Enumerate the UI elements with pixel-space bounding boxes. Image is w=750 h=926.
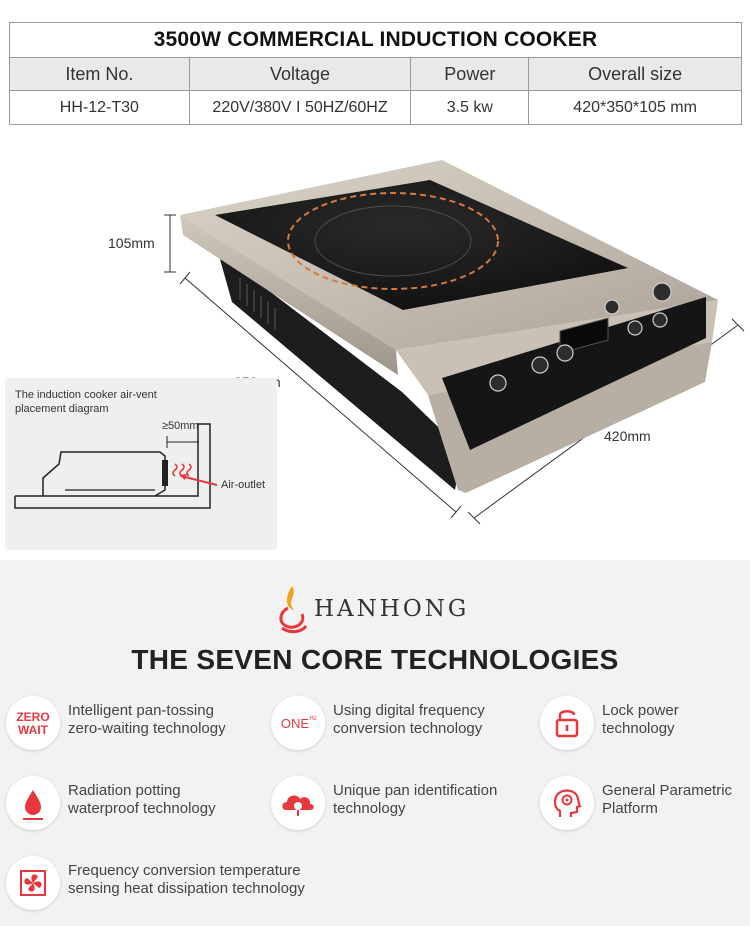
spec-table: 3500W COMMERCIAL INDUCTION COOKER Item N… [9, 22, 742, 125]
feature-one-hz: ONE Hz Using digital frequency conversio… [271, 696, 521, 756]
svg-text:Hz: Hz [309, 716, 316, 722]
feature-line-1: Intelligent pan-tossing [68, 702, 214, 719]
air-vent-diagram-drawing [14, 423, 218, 509]
feature-line-2: zero-waiting technology [68, 720, 226, 737]
spec-header-overall-size: Overall size [528, 57, 742, 91]
feature-text: Using digital frequency conversion techn… [333, 702, 485, 738]
spec-value-overall-size: 420*350*105 mm [528, 90, 742, 125]
feature-lock-power: Lock power technology [540, 696, 745, 756]
brand-logo: HANHONG [272, 582, 492, 638]
spec-table-value-row: HH-12-T30 220V/380V I 50HZ/60HZ 3.5 kw 4… [9, 90, 742, 125]
air-vent-gap-label: ≥50mm [162, 420, 199, 432]
cloud-pan-icon [271, 776, 325, 830]
feature-zero-wait: ZERO WAIT Intelligent pan-tossing zero-w… [6, 696, 266, 756]
spec-header-power: Power [410, 57, 530, 91]
fan-icon [6, 856, 60, 910]
feature-text: Intelligent pan-tossing zero-waiting tec… [68, 702, 226, 738]
feature-pan-identification: Unique pan identification technology [271, 776, 531, 836]
feature-text: Unique pan identification technology [333, 782, 497, 818]
flame-logo-icon [279, 586, 308, 634]
water-drop-icon [6, 776, 60, 830]
feature-line-1: Lock power [602, 702, 679, 719]
feature-text: Lock power technology [602, 702, 679, 738]
height-dimension-label: 105mm [108, 235, 155, 251]
feature-text: Frequency conversion temperature sensing… [68, 862, 305, 898]
product-illustration: 105mm 350mm 420mm The induction cooker a… [0, 160, 750, 560]
one-hz-icon: ONE Hz [271, 696, 325, 750]
svg-text:ZERO: ZERO [16, 710, 49, 724]
spec-header-item-no: Item No. [9, 57, 190, 91]
width-dimension-label: 420mm [604, 428, 651, 444]
feature-line-2: technology [333, 800, 406, 817]
feature-line-2: sensing heat dissipation technology [68, 880, 305, 897]
feature-text: Radiation potting waterproof technology [68, 782, 216, 818]
zero-wait-icon: ZERO WAIT [6, 696, 60, 750]
spec-value-item-no: HH-12-T30 [9, 90, 190, 125]
feature-line-1: Using digital frequency [333, 702, 485, 719]
air-vent-diagram-title: The induction cooker air-vent placement … [15, 389, 157, 415]
spec-header-voltage: Voltage [188, 57, 412, 91]
svg-text:ONE: ONE [281, 716, 310, 731]
air-outlet-label: Air-outlet [221, 479, 266, 491]
feature-waterproof: Radiation potting waterproof technology [6, 776, 266, 836]
section-title: THE SEVEN CORE TECHNOLOGIES [131, 644, 619, 675]
spec-table-title: 3500W COMMERCIAL INDUCTION COOKER [9, 22, 742, 58]
lock-icon [540, 696, 594, 750]
svg-text:WAIT: WAIT [18, 723, 49, 737]
feature-line-2: technology [602, 720, 675, 737]
feature-heat-dissipation: Frequency conversion temperature sensing… [6, 856, 336, 916]
feature-text: General Parametric Platform [602, 782, 732, 818]
spec-table-header-row: Item No. Voltage Power Overall size [9, 57, 742, 91]
spec-value-power: 3.5 kw [410, 90, 530, 125]
head-gear-icon [540, 776, 594, 830]
feature-line-1: Radiation potting [68, 782, 181, 799]
induction-cooker-image [164, 160, 745, 525]
feature-line-1: Frequency conversion temperature [68, 862, 301, 879]
technologies-section: HANHONG THE SEVEN CORE TECHNOLOGIES ZERO… [0, 560, 750, 926]
spec-value-voltage: 220V/380V I 50HZ/60HZ [188, 90, 412, 125]
brand-name: HANHONG [314, 596, 470, 622]
feature-line-1: Unique pan identification [333, 782, 498, 799]
air-vent-diagram: The induction cooker air-vent placement … [5, 378, 277, 550]
feature-line-1: General Parametric [602, 782, 733, 799]
feature-line-2: waterproof technology [68, 800, 216, 817]
feature-line-2: conversion technology [333, 720, 483, 737]
feature-parametric-platform: General Parametric Platform [540, 776, 748, 836]
feature-line-2: Platform [602, 800, 658, 817]
